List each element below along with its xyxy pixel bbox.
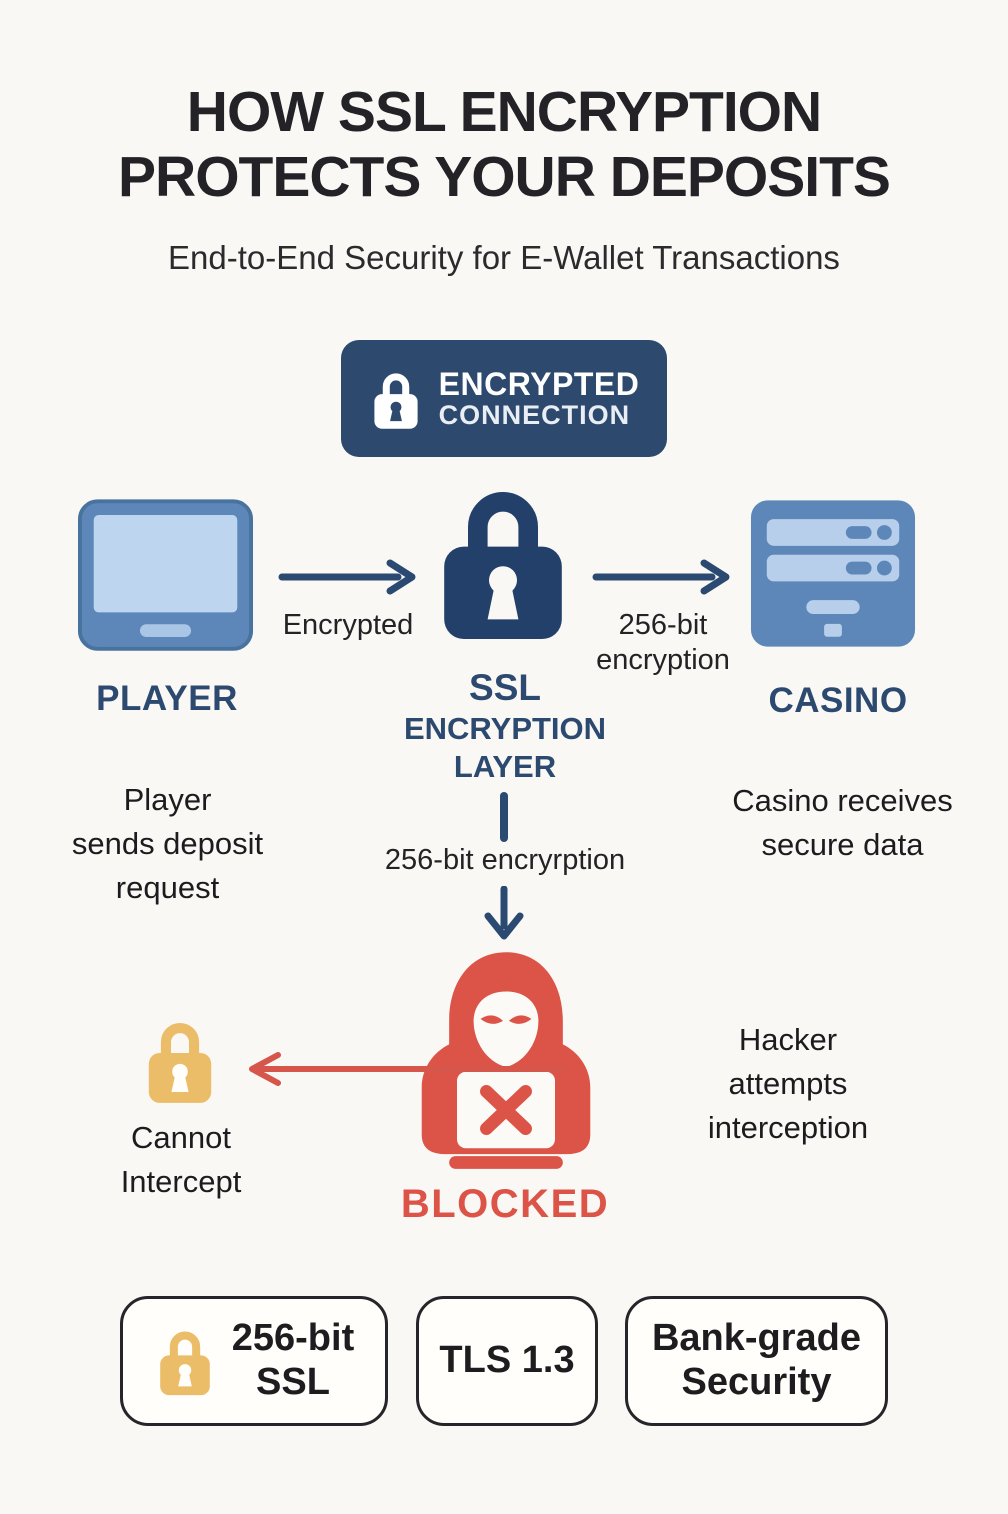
- ssl-layer-label: SSL ENCRYPTION LAYER: [380, 666, 630, 785]
- badge-tls: TLS 1.3: [416, 1296, 598, 1426]
- player-computer-icon: [77, 499, 254, 651]
- blocked-label: BLOCKED: [400, 1182, 610, 1226]
- page-subtitle: End-to-End Security for E-Wallet Transac…: [168, 239, 840, 276]
- lock-icon: [374, 372, 418, 429]
- arrow-right-icon: [278, 559, 416, 595]
- badge-256-bit-ssl: 256-bit SSL: [120, 1296, 388, 1426]
- ssl-label-line2: ENCRYPTION: [403, 711, 607, 747]
- arrow-left-icon: [249, 1052, 565, 1086]
- player-description: Player sends deposit request: [71, 782, 264, 906]
- arrow-right-icon: [592, 559, 730, 595]
- down-arrow-label: 256-bit encryrption: [384, 844, 626, 876]
- lock-icon: [159, 1331, 210, 1396]
- casino-server-icon: [750, 500, 916, 647]
- cannot-intercept-label: Cannot Intercept: [120, 1120, 242, 1200]
- ssl-lock-icon: [444, 492, 562, 639]
- badge-bank-grade: Bank-grade Security: [625, 1296, 888, 1426]
- banner-line2: CONNECTION: [438, 400, 631, 431]
- encrypted-connection-banner: ENCRYPTED CONNECTION: [341, 340, 667, 457]
- arrow2-label: 256-bit encryption: [596, 609, 730, 676]
- casino-label: CASINO: [768, 681, 908, 720]
- page-title-line2: PROTECTS YOUR DEPOSITS: [118, 144, 891, 209]
- page-title-line1: HOW SSL ENCRYPTION: [186, 80, 822, 144]
- player-label: PLAYER: [96, 679, 238, 718]
- arrow-down-icon: [484, 886, 524, 940]
- badge-label: Bank-grade Security: [651, 1317, 862, 1403]
- ssl-label-line3: LAYER: [453, 748, 557, 784]
- banner-line1: ENCRYPTED: [438, 365, 640, 402]
- arrow1-label: Encrypted: [282, 609, 414, 641]
- hacker-description: Hacker attempts interception: [707, 1022, 869, 1146]
- down-arrow-line: [500, 792, 508, 842]
- badge-label: 256-bit SSL: [231, 1317, 355, 1403]
- hacker-blocked-icon: [421, 952, 591, 1169]
- cannot-intercept-lock-icon: [148, 1023, 212, 1103]
- page-title: HOW SSL ENCRYPTION PROTECTS YOUR DEPOSIT…: [0, 80, 1008, 210]
- banner-text: ENCRYPTED CONNECTION: [439, 367, 640, 431]
- badge-label: TLS 1.3: [439, 1339, 575, 1382]
- ssl-label-line1: SSL: [469, 667, 541, 708]
- casino-description: Casino receives secure data: [732, 783, 953, 863]
